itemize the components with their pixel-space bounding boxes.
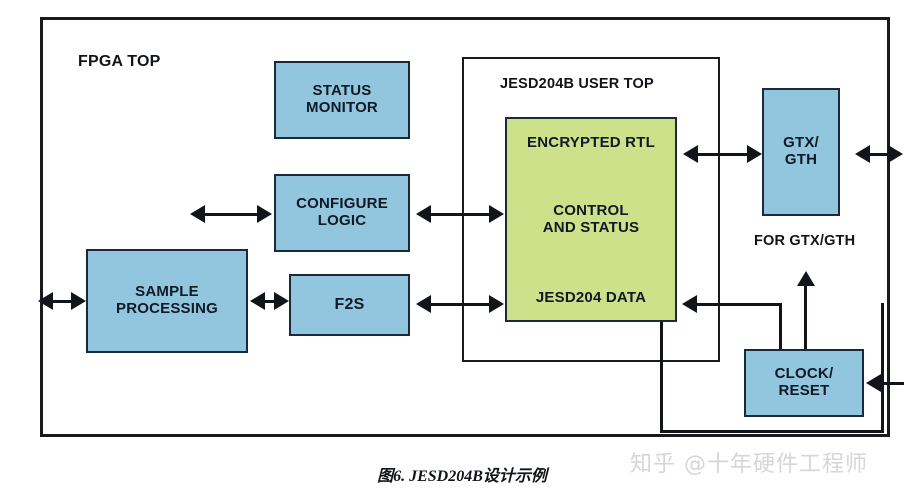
block-clock-reset[interactable]: CLOCK/ RESET [744, 349, 864, 417]
arrow-head-left-external-clock [866, 374, 881, 392]
block-configure-logic[interactable]: CONFIGURE LOGIC [274, 174, 410, 252]
arrow-head-right-sample-f2s [274, 292, 289, 310]
line-external-to-config [205, 213, 257, 216]
encrypted-rtl-title: ENCRYPTED RTL [527, 134, 655, 151]
arrow-head-left-rtl-gtx [683, 145, 698, 163]
block-sample-processing[interactable]: SAMPLE PROCESSING [86, 249, 248, 353]
status-monitor-line1: STATUS [312, 82, 372, 100]
watermark-text: 知乎 @十年硬件工程师 [630, 452, 868, 477]
jesd204b-user-top-label: JESD204B USER TOP [500, 76, 654, 92]
line-external-to-clock [882, 382, 904, 385]
gtx-gth-line2: GTH [784, 151, 818, 168]
line-clock-return-right-vertical [881, 303, 884, 433]
line-sample-to-f2s [265, 300, 276, 303]
line-clock-return-bottom [660, 430, 884, 433]
control-and-status-line1: CONTROL [553, 202, 629, 219]
block-f2s[interactable]: F2S [289, 274, 410, 336]
arrow-head-left-sample-in [38, 292, 53, 310]
sample-processing-line1: SAMPLE [135, 283, 199, 301]
line-clock-to-rtl-vertical [779, 303, 782, 351]
arrow-head-left-f2s-rtl [416, 295, 431, 313]
arrow-head-right-config-rtl [489, 205, 504, 223]
arrow-head-left-gtx-out [855, 145, 870, 163]
f2s-label: F2S [334, 296, 365, 314]
line-rtl-to-gtx [698, 153, 747, 156]
block-gtx-gth[interactable]: GTX/ GTH [762, 88, 840, 216]
sample-processing-line2: PROCESSING [115, 300, 219, 317]
arrow-head-up-clock-gtx [797, 262, 815, 286]
line-clock-to-gtx-vertical [804, 275, 807, 351]
arrow-head-right-rtl-gtx [747, 145, 762, 163]
configure-logic-line1: CONFIGURE [296, 195, 388, 213]
arrow-head-left-config-in [190, 205, 205, 223]
clock-reset-line1: CLOCK/ [774, 365, 834, 383]
control-and-status-line2: AND STATUS [542, 218, 640, 236]
line-gtx-to-external [870, 153, 889, 156]
jesd204-data-text: JESD204 DATA [535, 289, 647, 306]
line-external-to-sample [53, 300, 73, 303]
arrow-head-right-gtx-out [888, 145, 903, 163]
line-f2s-to-rtl [431, 303, 489, 306]
block-encrypted-rtl[interactable]: ENCRYPTED RTL CONTROL AND STATUS JESD204… [505, 117, 677, 322]
arrow-head-right-config-in [257, 205, 272, 223]
arrow-head-right-f2s-rtl [489, 295, 504, 313]
arrow-head-left-clock-rtl [682, 295, 697, 313]
arrow-head-left-config-rtl [416, 205, 431, 223]
figure-caption: 图6. JESD204B设计示例 [377, 468, 547, 485]
block-status-monitor[interactable]: STATUS MONITOR [274, 61, 410, 139]
arrow-head-left-sample-f2s [250, 292, 265, 310]
line-clock-to-rtl-horizontal [697, 303, 782, 306]
jesd204b-user-top-container [462, 57, 720, 362]
configure-logic-line2: LOGIC [317, 212, 367, 229]
fpga-top-label: FPGA TOP [78, 53, 161, 70]
gtx-gth-line1: GTX/ [783, 134, 819, 152]
line-config-to-rtl [431, 213, 489, 216]
control-and-status-text: CONTROL AND STATUS [507, 202, 675, 237]
line-clock-return-left-vertical [660, 303, 663, 433]
status-monitor-line2: MONITOR [306, 99, 378, 116]
arrow-head-right-sample-in [71, 292, 86, 310]
clock-reset-line2: RESET [778, 382, 830, 399]
for-gtx-gth-label: FOR GTX/GTH [754, 233, 856, 249]
